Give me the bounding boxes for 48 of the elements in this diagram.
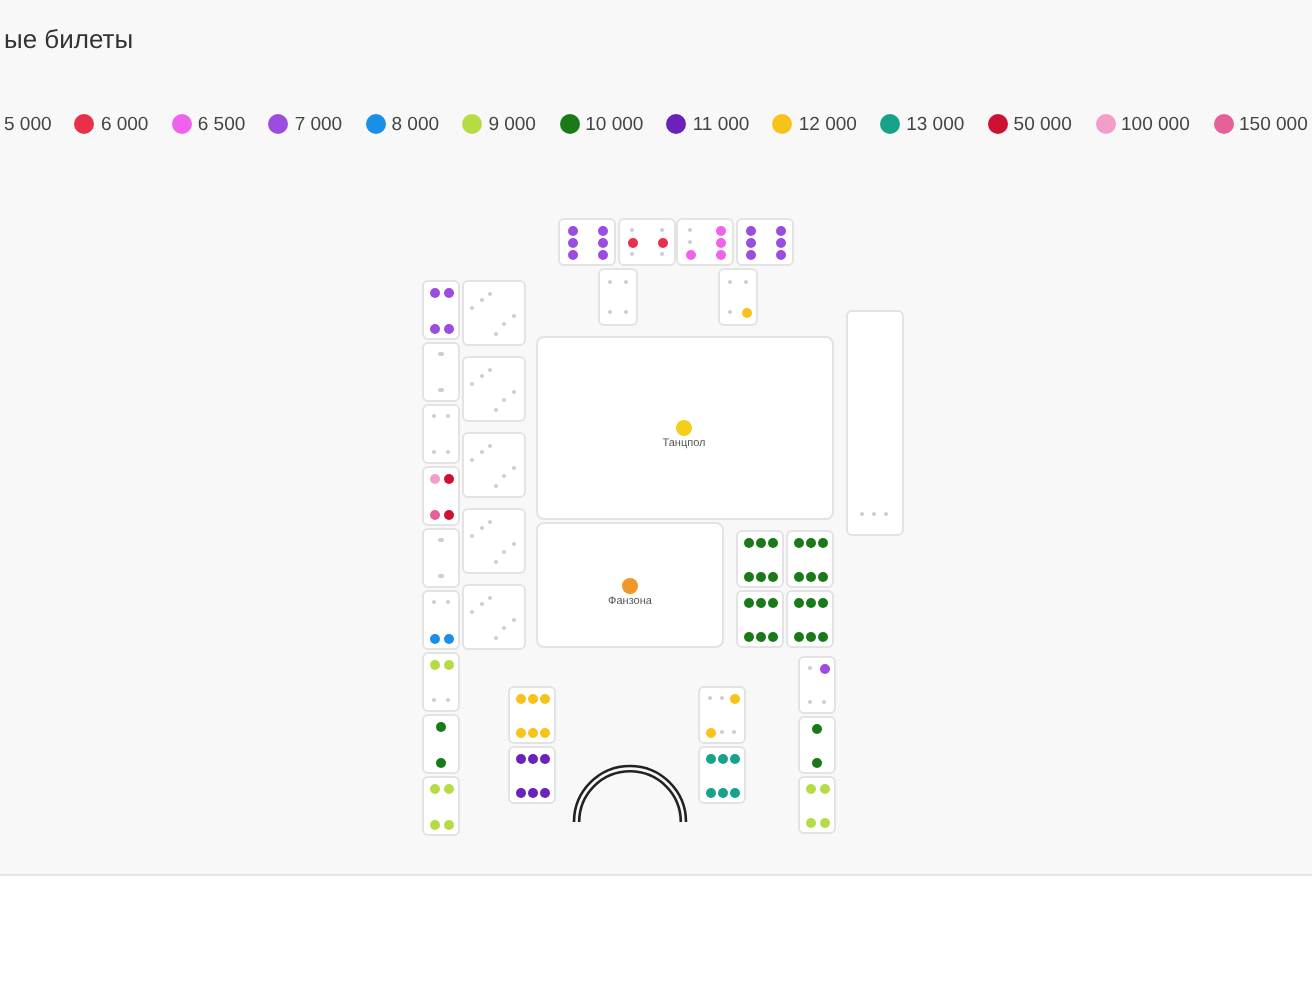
price-label: 12 000 bbox=[798, 113, 857, 135]
seat-table bbox=[462, 280, 526, 346]
seat-table bbox=[598, 268, 638, 326]
seat-table bbox=[798, 776, 836, 834]
seat-table bbox=[698, 686, 746, 744]
price-label: 8 000 bbox=[391, 113, 440, 135]
price-label: 13 000 bbox=[906, 113, 965, 135]
price-label: 10 000 bbox=[585, 113, 644, 135]
seat-table bbox=[676, 218, 734, 266]
seat-table bbox=[422, 528, 460, 588]
seat-table bbox=[786, 590, 834, 648]
price-label: 6 000 bbox=[100, 113, 149, 135]
seat-table bbox=[462, 356, 526, 422]
seat-table bbox=[422, 404, 460, 464]
seat-table bbox=[798, 656, 836, 714]
price-label: 6 500 bbox=[197, 113, 246, 135]
seat-table bbox=[508, 686, 556, 744]
seat-table bbox=[422, 280, 460, 340]
seat-table bbox=[736, 530, 784, 588]
price-label: 50 000 bbox=[1013, 113, 1072, 135]
seat-table bbox=[462, 508, 526, 574]
price-label: 7 000 bbox=[294, 113, 343, 135]
price-label: 9 000 bbox=[488, 113, 536, 135]
zone-area bbox=[536, 336, 834, 520]
zone-area bbox=[536, 522, 724, 648]
seat-table bbox=[798, 716, 836, 774]
seat-table bbox=[422, 590, 460, 650]
seat-table bbox=[786, 530, 834, 588]
price-label: 100 000 bbox=[1121, 113, 1190, 135]
seat-table bbox=[462, 432, 526, 498]
seat-table bbox=[422, 776, 460, 836]
seat-table bbox=[462, 584, 526, 650]
seat-table bbox=[422, 466, 460, 526]
seat-table bbox=[618, 218, 676, 266]
seat-table bbox=[558, 218, 616, 266]
seat-table bbox=[698, 746, 746, 804]
price-label: 150 000 bbox=[1239, 113, 1308, 135]
page-title: ые билеты bbox=[4, 24, 134, 56]
seat-table bbox=[736, 218, 794, 266]
seat-table bbox=[508, 746, 556, 804]
price-label: 5 000 bbox=[4, 113, 52, 135]
seat-table bbox=[422, 714, 460, 774]
seat-table bbox=[846, 310, 904, 536]
seat-table bbox=[422, 342, 460, 402]
seat-table bbox=[718, 268, 758, 326]
seat-table bbox=[736, 590, 784, 648]
seat-table bbox=[422, 652, 460, 712]
price-label: 11 000 bbox=[692, 113, 750, 135]
